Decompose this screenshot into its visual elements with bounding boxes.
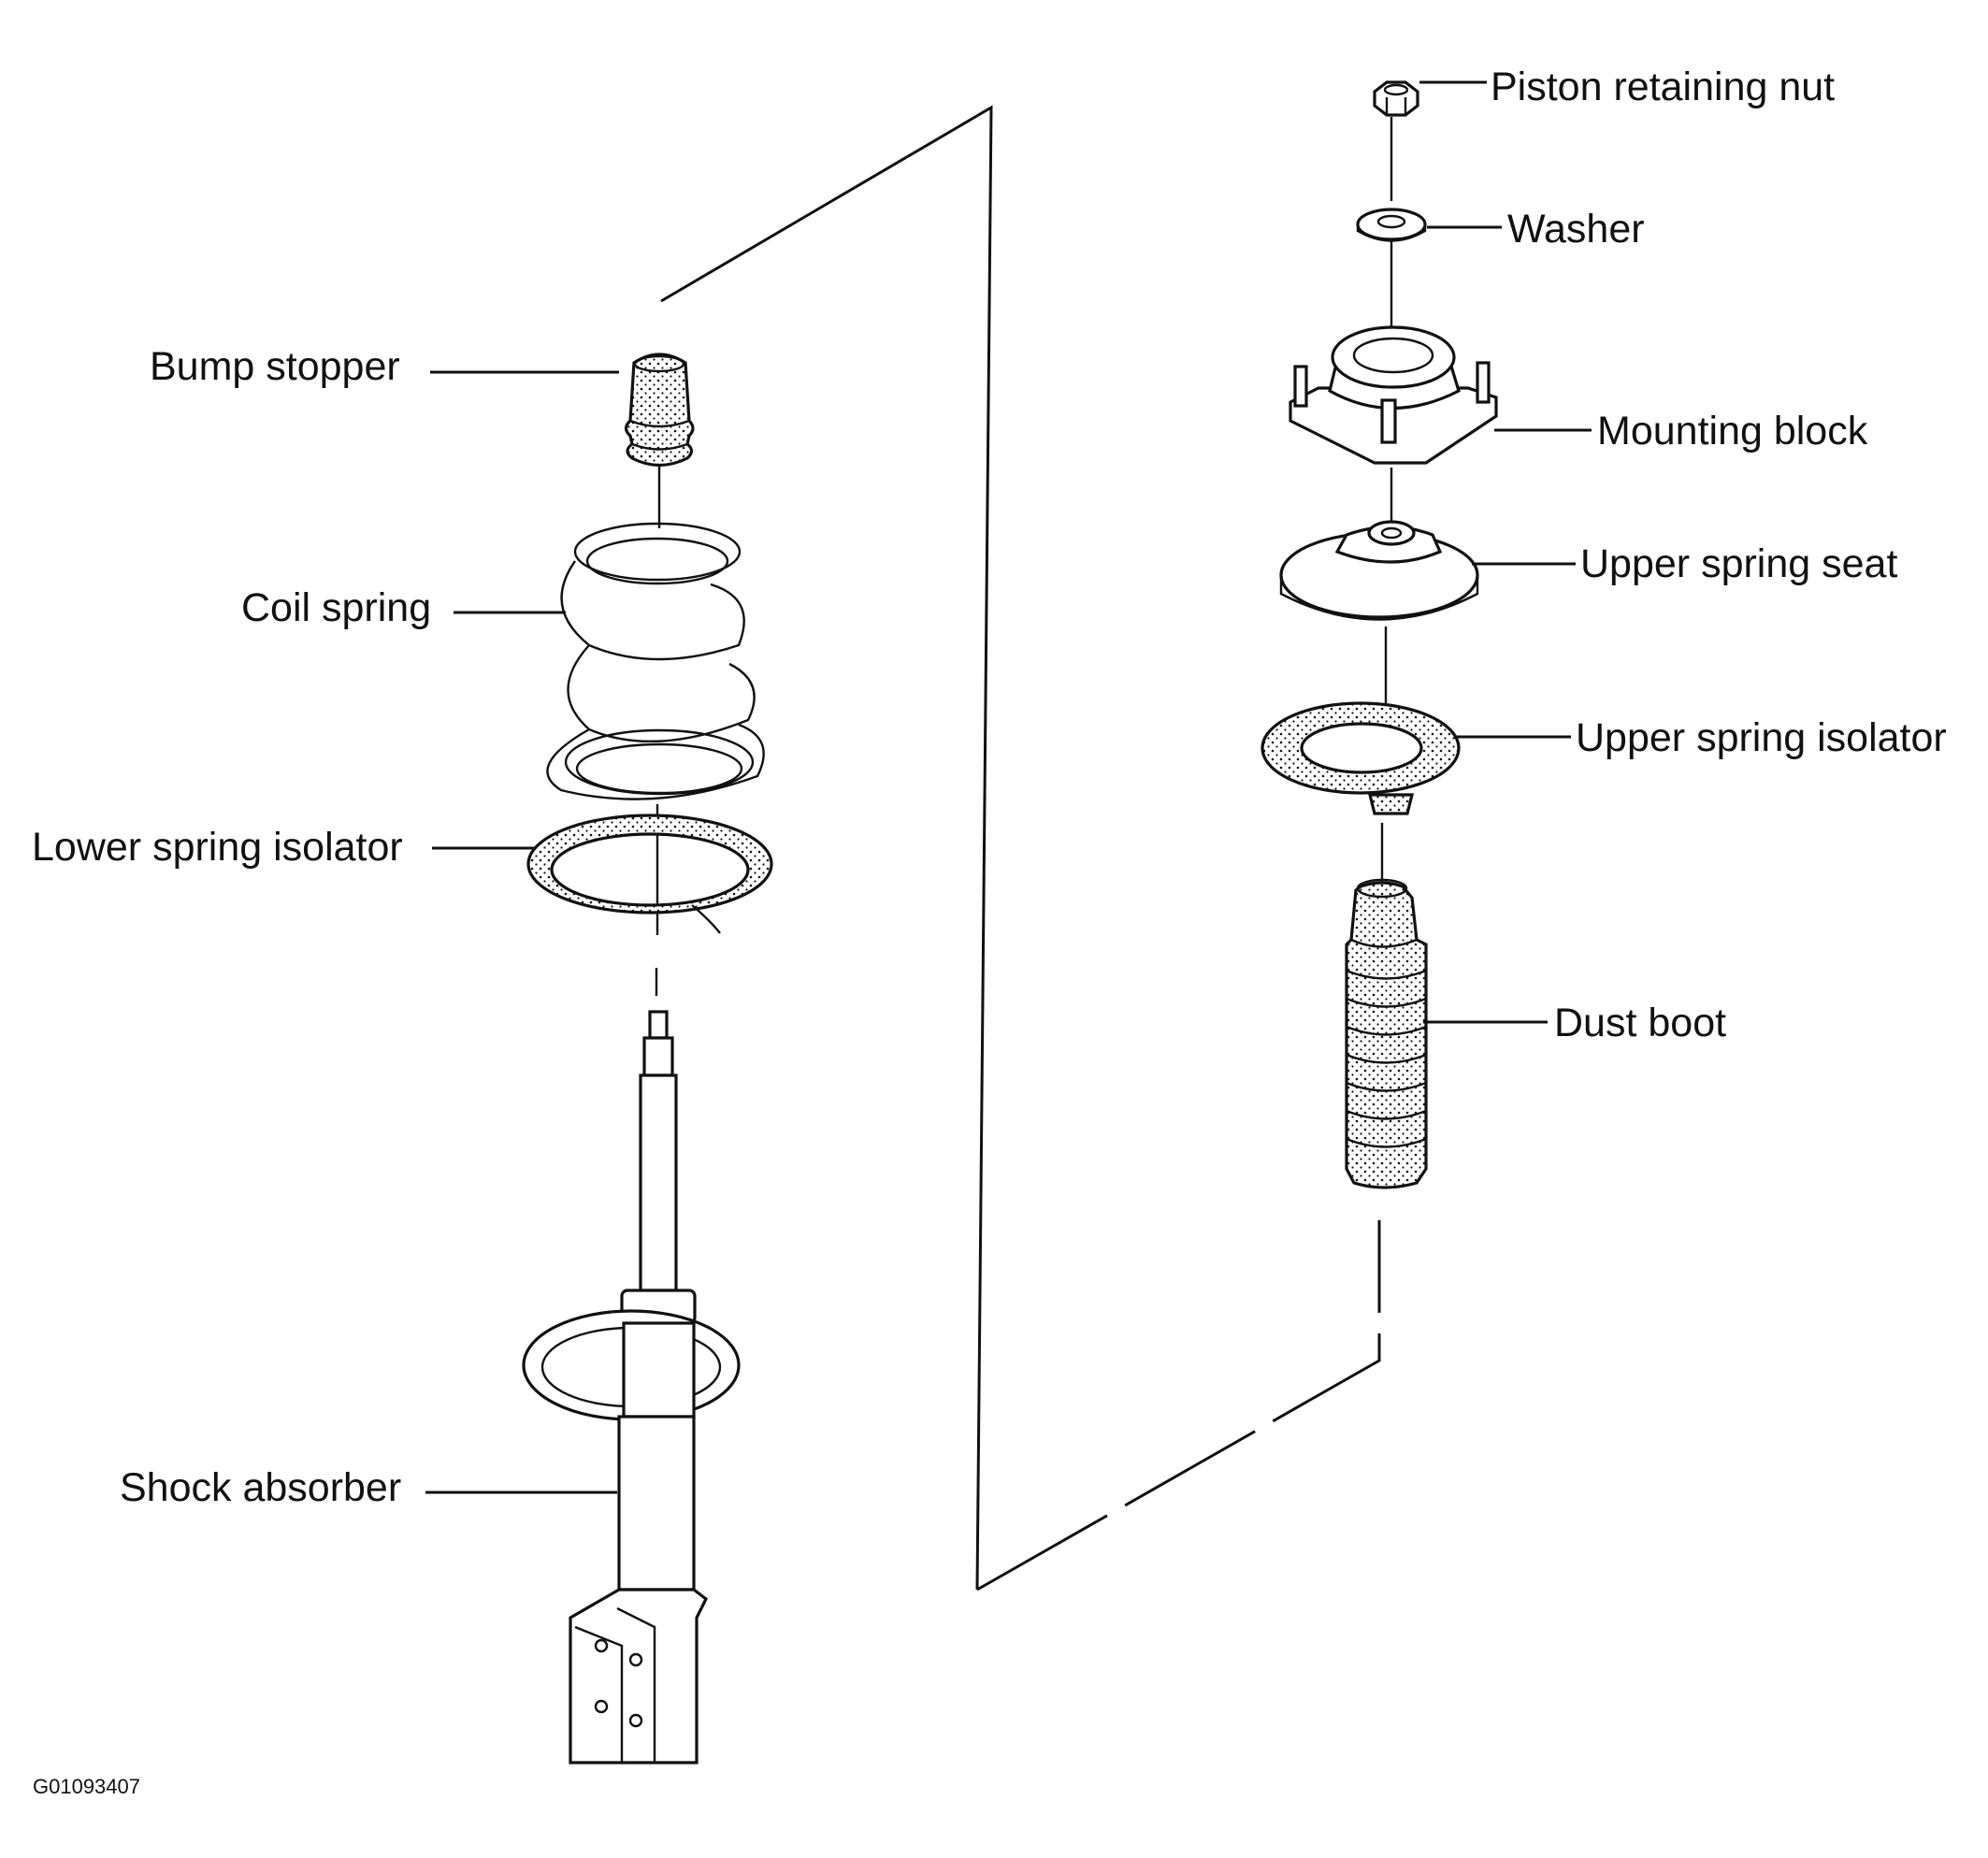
coil-spring — [546, 522, 765, 800]
shock-absorber — [522, 1010, 741, 1764]
label-mounting-block: Mounting block — [1597, 409, 1868, 454]
label-piston-retaining-nut: Piston retaining nut — [1491, 65, 1835, 109]
assembly-outline — [660, 105, 1381, 1592]
left-leader-lines — [425, 370, 619, 1494]
label-lower-spring-isolator: Lower spring isolator — [32, 825, 403, 870]
lower-spring-isolator — [526, 814, 773, 934]
upper-spring-seat — [1279, 520, 1479, 621]
dust-boot — [1345, 878, 1428, 1189]
label-coil-spring: Coil spring — [241, 585, 431, 630]
mounting-block — [1289, 325, 1498, 465]
upper-spring-isolator — [1261, 701, 1461, 815]
bump-stopper — [624, 353, 695, 468]
left-center-axis — [655, 454, 661, 996]
label-washer: Washer — [1507, 207, 1645, 252]
piston-retaining-nut — [1373, 80, 1419, 117]
label-upper-spring-isolator: Upper spring isolator — [1576, 715, 1947, 760]
right-leader-lines — [1419, 80, 1592, 1024]
label-shock-absorber: Shock absorber — [120, 1465, 401, 1510]
label-dust-boot: Dust boot — [1554, 1001, 1726, 1045]
figure-code: G01093407 — [33, 1775, 140, 1798]
label-bump-stopper: Bump stopper — [150, 344, 400, 389]
washer — [1356, 208, 1427, 242]
label-upper-spring-seat: Upper spring seat — [1580, 541, 1897, 586]
